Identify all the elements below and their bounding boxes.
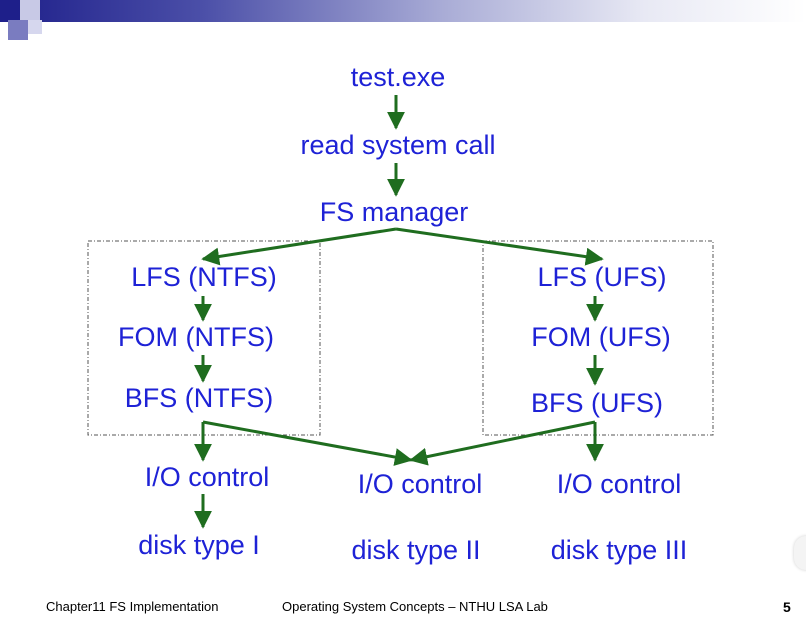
- node-test-exe: test.exe: [350, 62, 446, 92]
- node-read-system-call: read system call: [300, 130, 496, 160]
- header-gradient-bar: [0, 0, 806, 22]
- node-disk-type-3: disk type III: [550, 535, 688, 565]
- header-square-dark: [0, 0, 20, 20]
- footer-chapter: Chapter11 FS Implementation: [46, 599, 219, 614]
- header-square-mid: [8, 20, 28, 40]
- node-io-control-2: I/O control: [357, 469, 483, 499]
- arrow-fsmanager-to-lfs-ntfs: [201, 227, 397, 266]
- node-io-control-1: I/O control: [144, 462, 270, 492]
- arrow-bfs-ufs-to-io2: [409, 420, 596, 466]
- node-bfs-ufs: BFS (UFS): [531, 388, 663, 418]
- node-lfs-ntfs: LFS (NTFS): [131, 262, 277, 292]
- node-fom-ntfs: FOM (NTFS): [118, 322, 274, 352]
- page-number: 5: [783, 599, 791, 615]
- side-tab-handle[interactable]: [794, 536, 806, 570]
- node-disk-type-1: disk type I: [138, 530, 260, 560]
- header-square-pale: [28, 20, 42, 34]
- node-io-control-3: I/O control: [556, 469, 682, 499]
- node-fs-manager: FS manager: [319, 197, 469, 227]
- ufs-group-box: [482, 240, 714, 436]
- node-disk-type-2: disk type II: [351, 535, 481, 565]
- arrow-bfs-ntfs-to-io2: [202, 420, 413, 466]
- node-bfs-ntfs: BFS (NTFS): [124, 383, 274, 413]
- node-fom-ufs: FOM (UFS): [531, 322, 671, 352]
- footer-course: Operating System Concepts – NTHU LSA Lab: [282, 599, 548, 614]
- node-lfs-ufs: LFS (UFS): [537, 262, 667, 292]
- header-square-light: [20, 0, 40, 20]
- arrow-fsmanager-to-lfs-ufs: [395, 227, 604, 266]
